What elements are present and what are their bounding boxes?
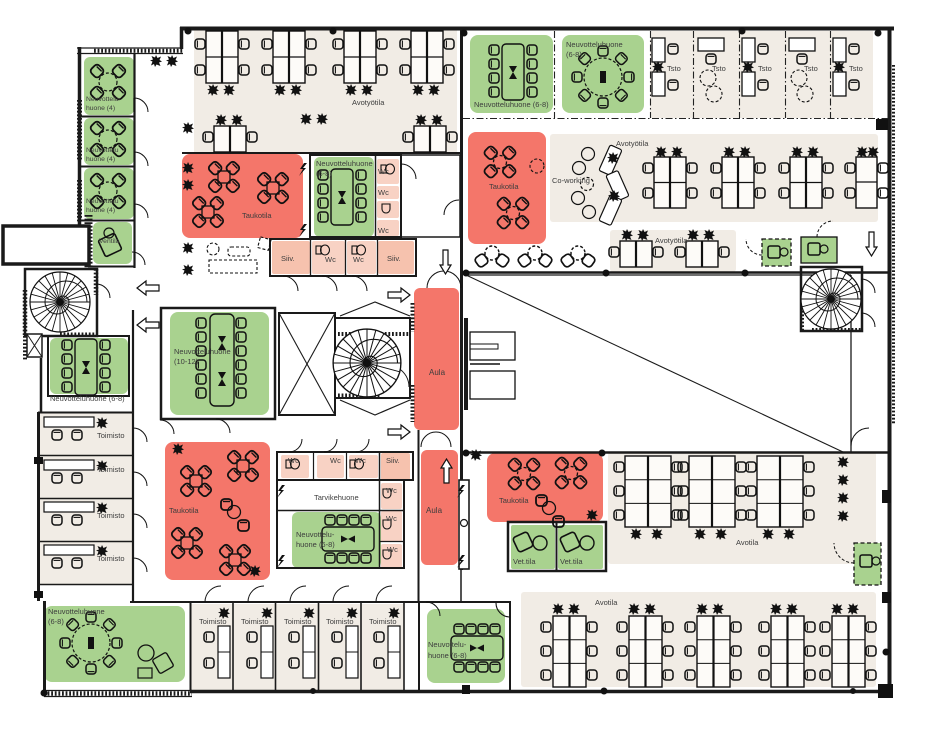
svg-text:Neuvotteluhuone (6-8): Neuvotteluhuone (6-8) xyxy=(50,394,125,403)
svg-text:Wc: Wc xyxy=(330,456,341,465)
svg-text:Wc: Wc xyxy=(378,188,389,197)
svg-text:Tsto: Tsto xyxy=(849,64,863,73)
svg-text:Neuvotteluhuone: Neuvotteluhuone xyxy=(316,159,373,168)
svg-text:Siiv.: Siiv. xyxy=(386,456,400,465)
svg-text:Avotyötila: Avotyötila xyxy=(352,98,385,107)
svg-text:Neuvotteluhuone: Neuvotteluhuone xyxy=(566,40,623,49)
svg-text:Tsto: Tsto xyxy=(804,64,818,73)
svg-text:Neuvotteluhuone: Neuvotteluhuone xyxy=(174,347,231,356)
svg-text:Avotila: Avotila xyxy=(736,538,759,547)
svg-text:Siiv.: Siiv. xyxy=(387,254,401,263)
svg-text:Wc: Wc xyxy=(386,514,397,523)
svg-text:Aula: Aula xyxy=(426,506,443,515)
svg-text:huone (6-8): huone (6-8) xyxy=(296,540,335,549)
svg-text:Wc: Wc xyxy=(288,456,299,465)
svg-text:Wc: Wc xyxy=(353,255,364,264)
svg-text:Neuvotteluhuone (6-8): Neuvotteluhuone (6-8) xyxy=(474,100,549,109)
svg-text:Neuvottelu-: Neuvottelu- xyxy=(296,530,335,539)
svg-text:Toimisto: Toimisto xyxy=(369,617,397,626)
svg-text:(6-8): (6-8) xyxy=(316,169,332,178)
svg-text:Wc: Wc xyxy=(378,167,389,176)
svg-text:Toimisto: Toimisto xyxy=(97,511,125,520)
svg-text:Wc: Wc xyxy=(387,545,398,554)
svg-text:huone (6-8): huone (6-8) xyxy=(428,651,467,660)
svg-text:Ventila: Ventila xyxy=(99,238,120,245)
svg-text:Avotyötila: Avotyötila xyxy=(616,139,649,148)
svg-text:Toimisto: Toimisto xyxy=(199,617,227,626)
svg-text:Vet.tila: Vet.tila xyxy=(560,557,583,566)
svg-text:(10-12): (10-12) xyxy=(174,357,199,366)
svg-text:Wc: Wc xyxy=(378,226,389,235)
svg-text:huone (4): huone (4) xyxy=(86,105,115,112)
svg-text:Aula: Aula xyxy=(429,368,446,377)
svg-text:Neuvottelu: Neuvottelu xyxy=(86,147,119,154)
svg-text:Toimisto: Toimisto xyxy=(241,617,269,626)
svg-text:Wc: Wc xyxy=(325,255,336,264)
svg-text:Taukotila: Taukotila xyxy=(489,182,519,191)
svg-text:Neuvottelu-: Neuvottelu- xyxy=(428,640,467,649)
svg-text:Toimisto: Toimisto xyxy=(326,617,354,626)
svg-text:Taukotila: Taukotila xyxy=(499,496,529,505)
svg-text:Vet.tila: Vet.tila xyxy=(513,557,536,566)
svg-text:Tsto: Tsto xyxy=(758,64,772,73)
svg-text:huone (4): huone (4) xyxy=(86,156,115,163)
svg-text:Co-working: Co-working xyxy=(552,176,590,185)
svg-text:Tsto: Tsto xyxy=(667,64,681,73)
svg-text:Toimisto: Toimisto xyxy=(97,465,125,474)
svg-text:(6-8): (6-8) xyxy=(48,617,64,626)
svg-text:Neuvotteluhuone: Neuvotteluhuone xyxy=(48,607,105,616)
svg-text:Siiv.: Siiv. xyxy=(281,254,295,263)
svg-text:Taukotila: Taukotila xyxy=(169,506,199,515)
svg-text:huone (4): huone (4) xyxy=(86,207,115,214)
svg-text:Neuvottelu-: Neuvottelu- xyxy=(86,96,121,103)
svg-text:Tsto: Tsto xyxy=(712,64,726,73)
svg-text:Toimisto: Toimisto xyxy=(284,617,312,626)
svg-text:Avotila: Avotila xyxy=(595,598,618,607)
svg-text:Wc: Wc xyxy=(355,456,366,465)
svg-text:Toimisto: Toimisto xyxy=(97,554,125,563)
svg-text:Avotyötila: Avotyötila xyxy=(655,236,688,245)
svg-text:Taukotila: Taukotila xyxy=(242,211,272,220)
svg-text:Tarvikehuone: Tarvikehuone xyxy=(314,493,359,502)
svg-text:Wc: Wc xyxy=(386,486,397,495)
svg-text:Neuvottelu: Neuvottelu xyxy=(86,198,119,205)
svg-text:Toimisto: Toimisto xyxy=(97,431,125,440)
svg-text:(6-8): (6-8) xyxy=(566,50,582,59)
